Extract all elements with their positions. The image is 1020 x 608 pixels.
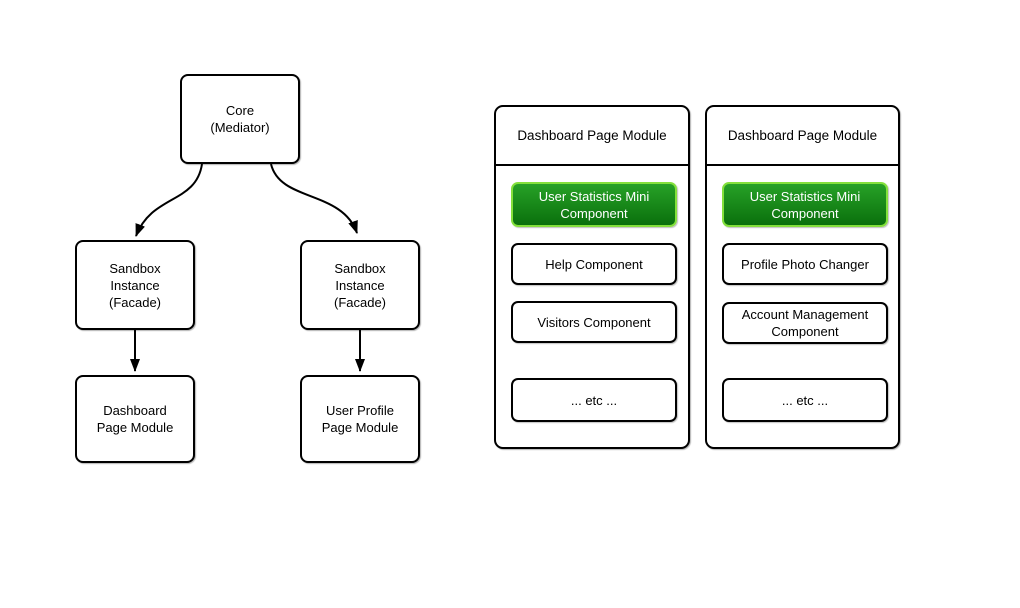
component-etc: ... etc ... xyxy=(722,378,888,422)
component-user-statistics-mini: User Statistics Mini Component xyxy=(722,182,888,227)
component-account-management: Account Management Component xyxy=(722,302,888,344)
node-core-mediator: Core (Mediator) xyxy=(180,74,300,164)
component-profile-photo-changer: Profile Photo Changer xyxy=(722,243,888,285)
module-title: Dashboard Page Module xyxy=(707,107,898,166)
arrow-core-to-right-sandbox xyxy=(270,163,358,234)
node-sandbox-instance-left: Sandbox Instance (Facade) xyxy=(75,240,195,330)
node-user-profile-page-module: User Profile Page Module xyxy=(300,375,420,463)
component-help: Help Component xyxy=(511,243,677,285)
component-visitors: Visitors Component xyxy=(511,301,677,343)
arrow-core-to-left-sandbox xyxy=(135,163,203,237)
component-user-statistics-mini: User Statistics Mini Component xyxy=(511,182,677,227)
component-etc: ... etc ... xyxy=(511,378,677,422)
module-title: Dashboard Page Module xyxy=(496,107,688,166)
node-sandbox-instance-right: Sandbox Instance (Facade) xyxy=(300,240,420,330)
module-panel-dashboard-2: Dashboard Page Module User Statistics Mi… xyxy=(705,105,900,449)
module-panel-dashboard-1: Dashboard Page Module User Statistics Mi… xyxy=(494,105,690,449)
node-dashboard-page-module: Dashboard Page Module xyxy=(75,375,195,463)
